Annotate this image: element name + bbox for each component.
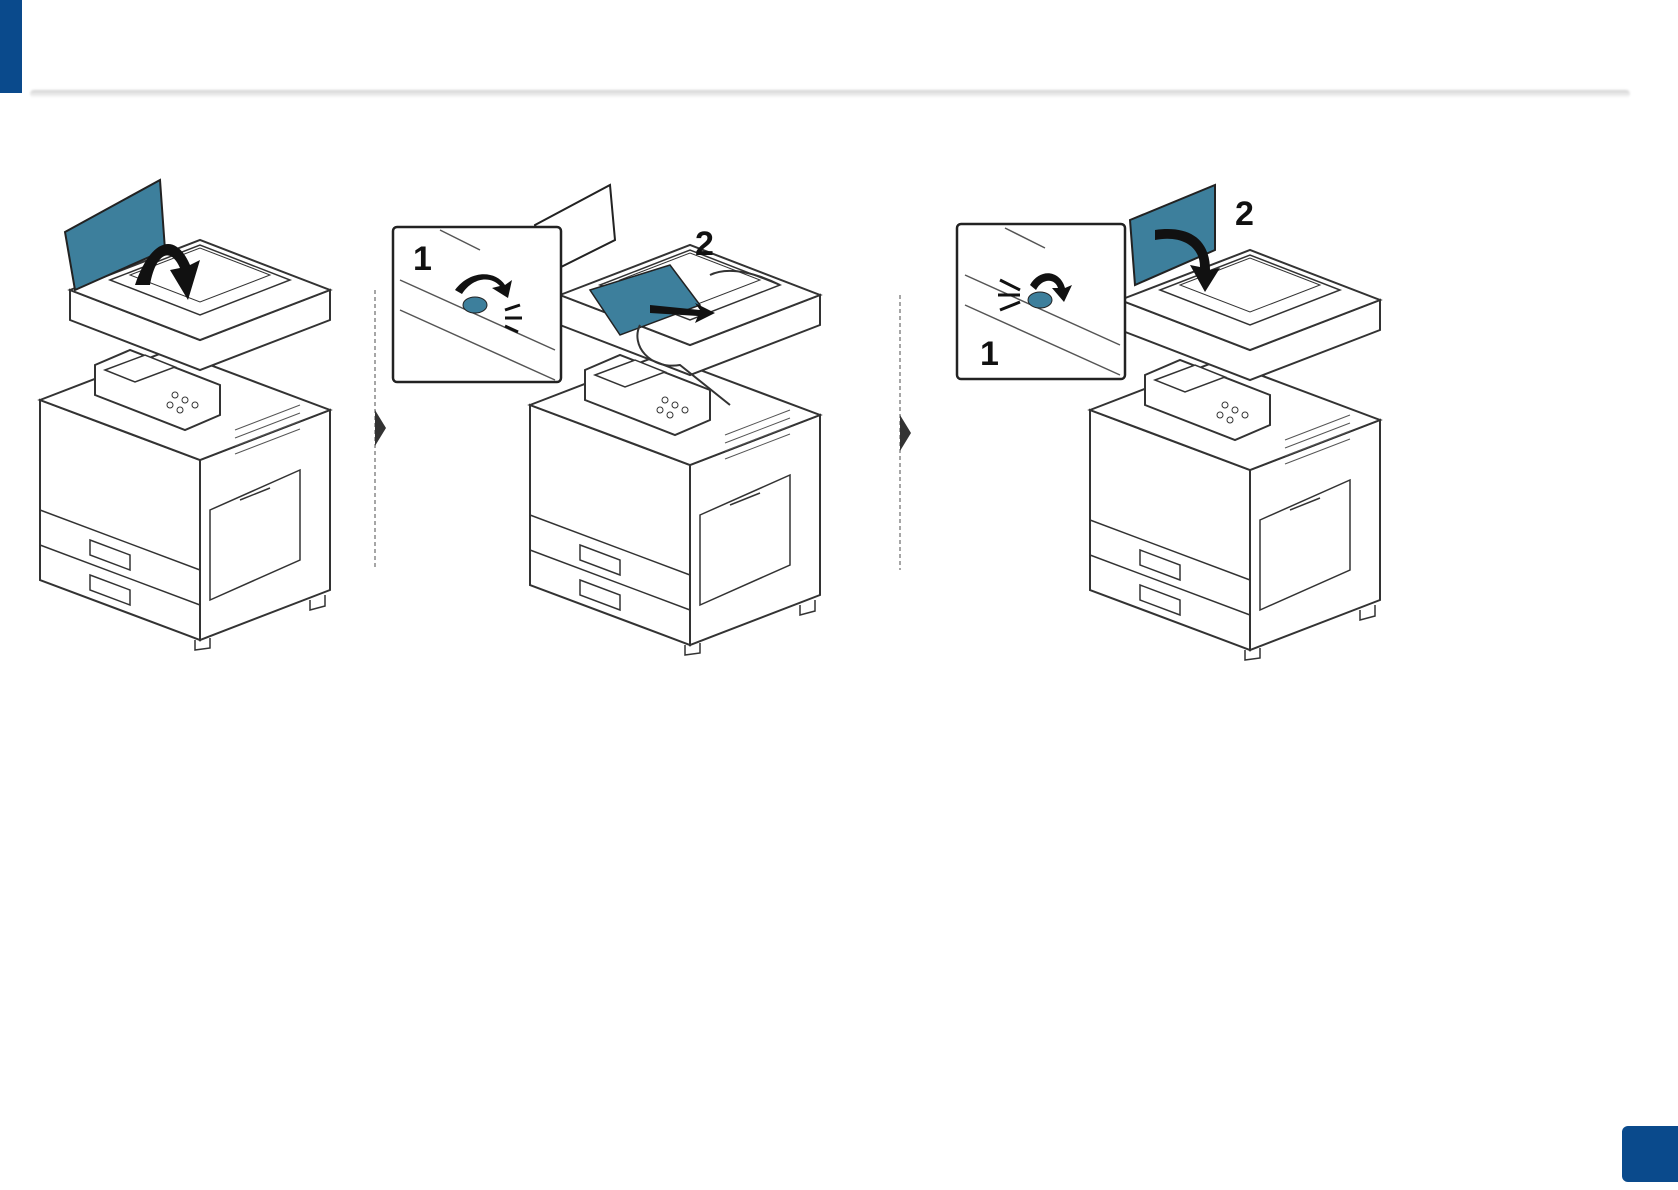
step-2-callout-1: 1 bbox=[413, 240, 432, 278]
header-divider bbox=[30, 90, 1630, 98]
step-1-open-cover bbox=[40, 180, 330, 650]
step-3-detail-inset: 1 bbox=[957, 224, 1125, 379]
step-2-callout-2: 2 bbox=[695, 225, 714, 263]
jam-removal-illustration: 2 1 2 1 bbox=[0, 170, 1678, 710]
step-2-remove-paper: 2 bbox=[530, 185, 820, 655]
step-3-callout-2: 2 bbox=[1235, 195, 1254, 233]
step-3-callout-1: 1 bbox=[980, 335, 999, 373]
page-number-badge bbox=[1622, 1126, 1678, 1182]
next-step-arrow-icon bbox=[900, 415, 911, 451]
next-step-arrow-icon bbox=[375, 410, 386, 446]
step-3-close-cover: 2 bbox=[1090, 185, 1380, 660]
header-accent-bar bbox=[0, 0, 22, 93]
step-2-detail-inset: 1 bbox=[393, 227, 561, 382]
